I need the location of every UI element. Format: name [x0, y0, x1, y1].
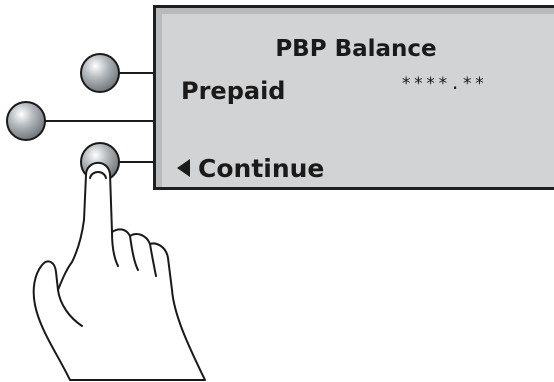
lcd-display: PBP Balance Prepaid ****.** Continue [153, 5, 554, 190]
display-title: PBP Balance [275, 36, 437, 62]
left-triangle-icon [177, 159, 190, 177]
pointing-hand-icon [32, 161, 206, 381]
softkey-button-2[interactable] [6, 101, 46, 141]
softkey-button-1[interactable] [80, 53, 120, 93]
prepaid-value: ****.** [401, 74, 487, 94]
continue-softkey-label: Continue [198, 154, 325, 183]
prepaid-label: Prepaid [181, 77, 286, 105]
